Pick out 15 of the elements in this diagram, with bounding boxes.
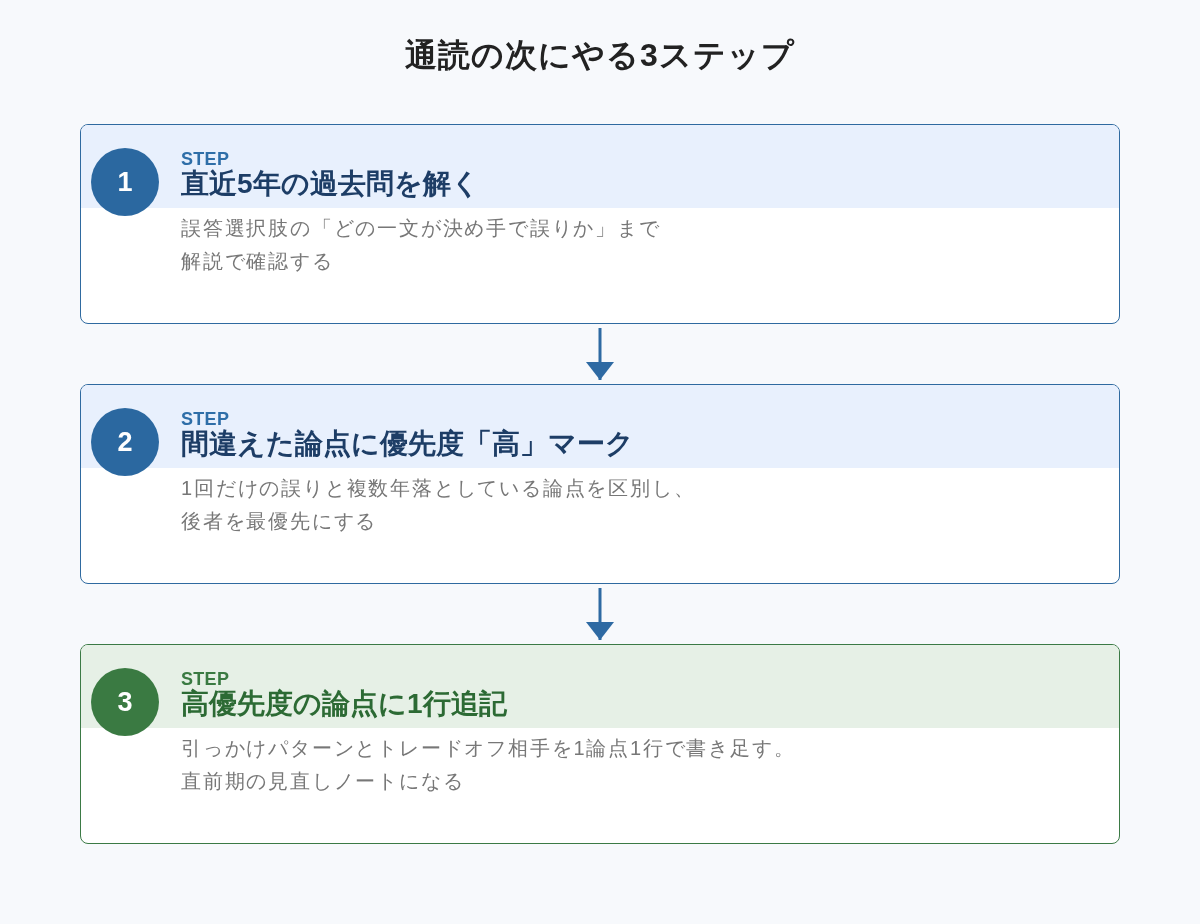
step-card: [80, 124, 1120, 324]
step-label: STEP: [181, 408, 230, 429]
step-label: STEP: [181, 668, 230, 689]
step-card: [80, 644, 1120, 844]
step-description: 1回だけの誤りと複数年落としている論点を区別し、後者を最優先にする: [181, 476, 697, 534]
step-description: 引っかけパターンとトレードオフ相手を1論点1行で書き足す。直前期の見直しノートになる: [181, 736, 797, 794]
step-title: 高優先度の論点に1行追記: [181, 687, 507, 721]
step-label: STEP: [181, 148, 230, 169]
arrow: [586, 588, 614, 640]
arrow: [586, 328, 614, 380]
step-description: 誤答選択肢の「どの一文が決め手で誤りか」まで解説で確認する: [181, 216, 662, 274]
step-title: 間違えた論点に優先度「高」マーク: [181, 427, 634, 461]
step-title: 直近5年の過去問を解く: [181, 167, 480, 201]
diagram-title: 通読の次にやる3ステップ: [405, 36, 795, 75]
step-card: [80, 384, 1120, 584]
